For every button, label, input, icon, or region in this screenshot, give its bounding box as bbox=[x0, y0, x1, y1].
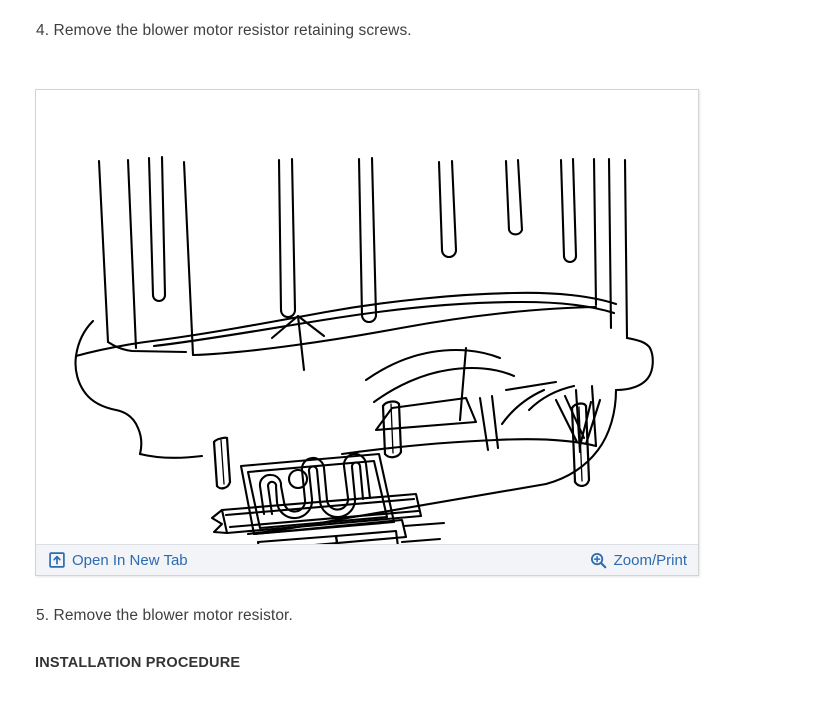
installation-procedure-heading: INSTALLATION PROCEDURE bbox=[35, 655, 241, 671]
figure-image bbox=[36, 90, 698, 545]
zoom-print-label: Zoom/Print bbox=[613, 551, 687, 569]
procedure-step-5: 5. Remove the blower motor resistor. bbox=[36, 607, 293, 624]
open-in-new-tab-label: Open In New Tab bbox=[72, 551, 188, 569]
open-in-new-tab-link[interactable]: Open In New Tab bbox=[49, 552, 188, 569]
procedure-step-4: 4. Remove the blower motor resistor reta… bbox=[36, 22, 412, 39]
open-in-new-tab-icon bbox=[49, 552, 65, 568]
hvac-case-line-drawing bbox=[74, 155, 654, 545]
magnifier-plus-icon bbox=[590, 552, 607, 569]
figure-panel: Open In New Tab Zoom/Print bbox=[35, 89, 699, 576]
figure-toolbar: Open In New Tab Zoom/Print bbox=[36, 544, 698, 575]
zoom-print-link[interactable]: Zoom/Print bbox=[590, 552, 687, 569]
